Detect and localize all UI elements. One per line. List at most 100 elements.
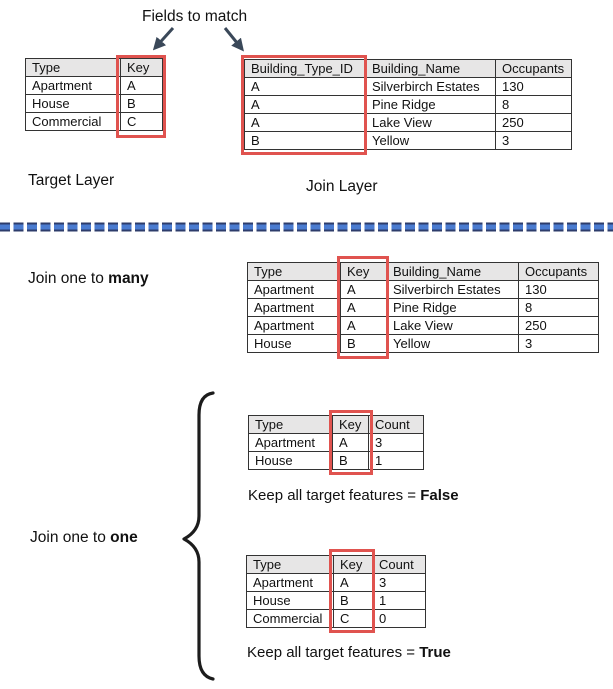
join-layer-table: Building_Type_ID Building_Name Occupants… — [244, 59, 572, 150]
column-header: Building_Name — [365, 59, 496, 78]
keep-true-label: Keep all target features = True — [247, 643, 451, 662]
table-cell: Apartment — [246, 573, 334, 592]
table-cell: 0 — [372, 609, 426, 628]
table-row: A Silverbirch Estates 130 — [244, 77, 572, 96]
table-row: Commercial C — [25, 112, 163, 131]
table-cell: 1 — [368, 451, 424, 470]
table-row: House B 1 — [248, 451, 424, 470]
table-cell: 250 — [518, 316, 599, 335]
arrow-down-right-icon — [223, 27, 244, 52]
table-row: Type Key Count — [248, 415, 424, 434]
table-cell: House — [246, 591, 334, 610]
keep-false-label: Keep all target features = False — [248, 486, 459, 505]
table-cell: House — [247, 334, 341, 353]
column-header: Key — [332, 415, 369, 434]
column-header: Count — [372, 555, 426, 574]
table-row: Type Key — [25, 58, 163, 77]
join-one-to-many-bold: many — [108, 270, 149, 287]
table-row: Apartment A Lake View 250 — [247, 316, 599, 335]
table-cell: A — [340, 280, 387, 299]
table-cell: C — [333, 609, 373, 628]
table-cell: A — [332, 433, 369, 452]
join-one-to-many-text: Join one to — [28, 270, 109, 287]
keep-true-bold: True — [419, 644, 451, 661]
table-cell: Pine Ridge — [365, 95, 496, 114]
table-cell: Pine Ridge — [386, 298, 519, 317]
table-cell: A — [340, 316, 387, 335]
table-row: Apartment A 3 — [246, 573, 426, 592]
table-row: Type Key Building_Name Occupants — [247, 262, 599, 281]
table-cell: Apartment — [247, 280, 341, 299]
table-row: A Pine Ridge 8 — [244, 95, 572, 114]
arrow-down-left-icon — [152, 26, 175, 51]
one-to-one-brace — [182, 391, 215, 681]
table-cell: A — [244, 95, 366, 114]
table-cell: Yellow — [365, 131, 496, 150]
table-row: Type Key Count — [246, 555, 426, 574]
table-cell: B — [340, 334, 387, 353]
table-cell: A — [333, 573, 373, 592]
table-cell: Commercial — [246, 609, 334, 628]
column-header: Type — [247, 262, 341, 281]
table-cell: 3 — [372, 573, 426, 592]
table-cell: C — [120, 112, 163, 131]
table-cell: Lake View — [386, 316, 519, 335]
table-cell: Apartment — [248, 433, 333, 452]
field-match-arrows — [152, 26, 244, 52]
column-header: Key — [333, 555, 373, 574]
table-row: Apartment A Silverbirch Estates 130 — [247, 280, 599, 299]
table-cell: 250 — [495, 113, 572, 132]
table-cell: Apartment — [247, 316, 341, 335]
table-row: Apartment A 3 — [248, 433, 424, 452]
table-cell: House — [248, 451, 333, 470]
table-row: House B Yellow 3 — [247, 334, 599, 353]
left-curly-brace-icon — [182, 391, 215, 681]
table-cell: Yellow — [386, 334, 519, 353]
join-one-to-one-label: Join one to one — [30, 528, 138, 547]
table-cell: Lake View — [365, 113, 496, 132]
count-table-true: Type Key Count Apartment A 3 House B 1 C… — [246, 555, 426, 628]
column-header: Key — [340, 262, 387, 281]
table-cell: 3 — [518, 334, 599, 353]
table-cell: 8 — [518, 298, 599, 317]
table-cell: 130 — [495, 77, 572, 96]
keep-false-bold: False — [420, 487, 459, 504]
table-cell: 130 — [518, 280, 599, 299]
table-cell: 8 — [495, 95, 572, 114]
table-row: B Yellow 3 — [244, 131, 572, 150]
join-layer-label: Join Layer — [306, 178, 378, 195]
join-one-to-one-bold: one — [110, 529, 138, 546]
table-cell: A — [120, 76, 163, 95]
join-one-to-many-table: Type Key Building_Name Occupants Apartme… — [247, 262, 599, 353]
column-header: Building_Type_ID — [244, 59, 366, 78]
keep-false-text: Keep all target features = — [248, 487, 421, 504]
table-cell: Silverbirch Estates — [365, 77, 496, 96]
column-header: Building_Name — [386, 262, 519, 281]
table-cell: A — [340, 298, 387, 317]
table-cell: B — [333, 591, 373, 610]
column-header: Type — [25, 58, 121, 77]
column-header: Type — [246, 555, 334, 574]
table-cell: Commercial — [25, 112, 121, 131]
column-header: Count — [368, 415, 424, 434]
fields-to-match-label: Fields to match — [142, 8, 248, 25]
table-cell: 3 — [368, 433, 424, 452]
column-header: Key — [120, 58, 163, 77]
table-cell: B — [244, 131, 366, 150]
column-header: Occupants — [495, 59, 572, 78]
keep-true-text: Keep all target features = — [247, 644, 420, 661]
table-row: House B 1 — [246, 591, 426, 610]
column-header: Occupants — [518, 262, 599, 281]
count-table-false: Type Key Count Apartment A 3 House B 1 — [248, 415, 424, 470]
target-layer-label: Target Layer — [28, 172, 115, 189]
table-cell: 1 — [372, 591, 426, 610]
table-cell: A — [244, 113, 366, 132]
table-cell: House — [25, 94, 121, 113]
target-layer-table: Type Key Apartment A House B Commercial … — [25, 58, 163, 131]
table-row: Commercial C 0 — [246, 609, 426, 628]
table-cell: B — [332, 451, 369, 470]
table-cell: Apartment — [25, 76, 121, 95]
table-cell: Silverbirch Estates — [386, 280, 519, 299]
table-cell: Apartment — [247, 298, 341, 317]
